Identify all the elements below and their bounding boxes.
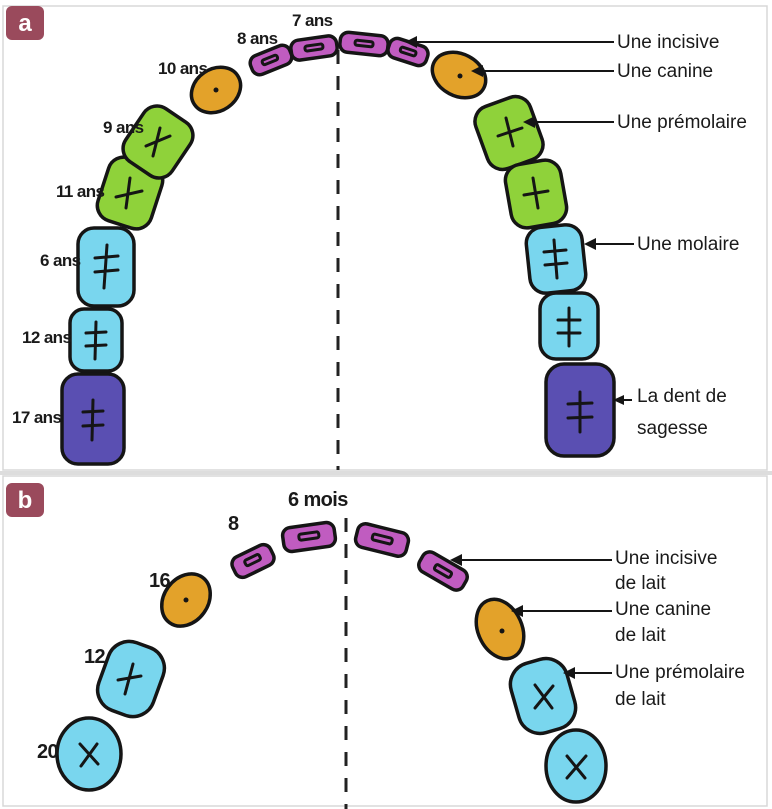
tooth-molar-1-right (525, 223, 588, 294)
panel-b-label: b (18, 487, 33, 514)
panel-b: b (6, 483, 745, 809)
age-b-canine: 16 (149, 570, 171, 592)
callout-b-canine: Une canine de lait (511, 599, 711, 646)
tooth-molar-1-left (78, 228, 134, 306)
tooth-canine-right (424, 43, 493, 106)
label-b-canine-line1: Une canine (615, 599, 711, 620)
callout-a-wisdom: La dent de sagesse (613, 386, 727, 439)
tooth-b-canine-right (467, 592, 532, 667)
tooth-wisdom-right (546, 364, 614, 456)
tooth-incisor-central-right (339, 32, 389, 57)
callout-a-premolar: Une prémolaire (523, 112, 747, 133)
label-b-premolar-line2: de lait (615, 689, 666, 710)
tooth-b-incisor-central-left (282, 521, 337, 552)
callout-b-incisor: Une incisive de lait (450, 548, 717, 594)
label-b-canine-line2: de lait (615, 625, 666, 646)
callout-a-incisor: Une incisive (405, 32, 719, 53)
age-a-incisor-lateral: 8 ans (237, 29, 278, 48)
label-b-incisor-line1: Une incisive (615, 548, 717, 569)
tooth-b-molar-1-right (505, 653, 581, 738)
label-a-canine: Une canine (617, 61, 713, 82)
tooth-b-incisor-lateral-left (229, 542, 276, 580)
age-b-incisor-lateral: 8 (228, 513, 239, 535)
callout-a-molar: Une molaire (584, 234, 739, 255)
age-a-incisor-central: 7 ans (292, 11, 333, 30)
age-b-molar-1: 12 (84, 646, 106, 668)
panel-a: a (6, 6, 747, 470)
label-a-incisor: Une incisive (617, 32, 719, 53)
age-a-canine: 10 ans (158, 59, 207, 78)
tooth-premolar-2-right (503, 158, 569, 231)
age-a-molar-3: 17 ans (12, 408, 61, 427)
tooth-b-molar-2-left (57, 718, 121, 790)
tooth-molar-2-right (540, 293, 598, 359)
age-b-incisor-central: 6 mois (288, 489, 348, 511)
panel-a-label: a (18, 10, 32, 37)
age-a-molar-2: 12 ans (22, 328, 71, 347)
tooth-b-incisor-central-right (354, 522, 410, 558)
age-b-molar-2: 20 (37, 741, 59, 763)
age-a-molar-1: 6 ans (40, 251, 81, 270)
label-b-incisor-line2: de lait (615, 573, 666, 594)
tooth-incisor-central-left (290, 35, 338, 61)
label-a-premolar: Une prémolaire (617, 112, 747, 133)
tooth-molar-2-left (70, 309, 122, 371)
callout-b-premolar: Une prémolaire de lait (563, 662, 745, 710)
panel-divider (0, 471, 772, 475)
age-a-premolar-2: 11 ans (56, 182, 105, 201)
label-a-wisdom-line2: sagesse (637, 418, 708, 439)
label-a-wisdom-line1: La dent de (637, 386, 727, 407)
label-b-premolar-line1: Une prémolaire (615, 662, 745, 683)
tooth-incisor-lateral-left (248, 43, 294, 77)
tooth-b-incisor-lateral-right (416, 549, 470, 593)
tooth-b-molar-2-right (546, 730, 606, 802)
tooth-wisdom-left (62, 374, 124, 464)
callout-a-canine: Une canine (471, 61, 713, 82)
label-a-molar: Une molaire (637, 234, 739, 255)
age-a-premolar-1: 9 ans (103, 118, 144, 137)
